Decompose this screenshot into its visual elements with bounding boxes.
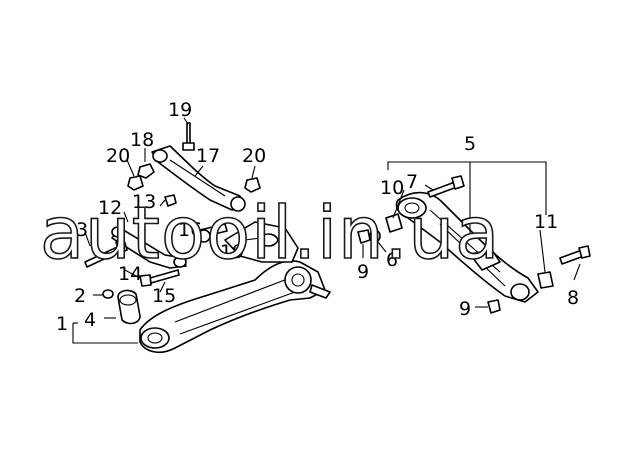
bolt-3 — [84, 239, 128, 268]
callout-11: 11 — [534, 211, 558, 233]
nut-18 — [137, 163, 155, 179]
nut-9-lower — [487, 299, 501, 314]
bolt-16 — [164, 194, 228, 243]
leader-lines-right — [362, 161, 581, 308]
callout-9-upper: 9 — [357, 261, 369, 283]
upper-control-arm — [151, 145, 246, 212]
callout-labels: 1 2 3 4 12 13 14 15 16 17 18 19 19 20 20… — [56, 99, 579, 335]
callout-19-top: 19 — [168, 99, 192, 121]
callout-15: 15 — [152, 285, 176, 307]
callout-20-left: 20 — [106, 145, 130, 167]
callout-3: 3 — [76, 219, 88, 241]
callout-13: 13 — [132, 191, 156, 213]
bolt-14 — [139, 269, 180, 287]
callout-20-right: 20 — [242, 145, 266, 167]
callout-19-lower: 19 — [220, 241, 244, 263]
bushing-11 — [537, 271, 554, 289]
callout-12: 12 — [98, 197, 122, 219]
callout-4: 4 — [84, 309, 96, 331]
callout-5: 5 — [464, 133, 476, 155]
callout-9-lower: 9 — [459, 298, 471, 320]
callout-1: 1 — [56, 313, 68, 335]
callout-17: 17 — [196, 145, 220, 167]
watermark: autooil.in.ua — [40, 191, 500, 275]
nut-9-upper — [357, 229, 371, 244]
lower-control-arm — [395, 191, 539, 303]
callout-18: 18 — [130, 129, 154, 151]
bushing-4 — [117, 289, 141, 325]
nut-20-left — [127, 175, 144, 191]
leader-lines-left — [72, 117, 256, 344]
callout-2: 2 — [74, 285, 86, 307]
washer-6 — [369, 229, 381, 243]
callout-16: 16 — [178, 219, 202, 241]
washer-2 — [102, 289, 114, 299]
callout-8: 8 — [567, 287, 579, 309]
bolt-19-top — [182, 122, 195, 151]
bolt-8 — [559, 245, 591, 265]
callout-6: 6 — [386, 249, 398, 271]
bolt-7 — [427, 175, 465, 198]
callout-7: 7 — [406, 171, 418, 193]
trailing-arm — [139, 221, 331, 354]
callout-10: 10 — [380, 177, 404, 199]
callout-14: 14 — [118, 263, 142, 285]
nut-20-right — [244, 177, 261, 193]
